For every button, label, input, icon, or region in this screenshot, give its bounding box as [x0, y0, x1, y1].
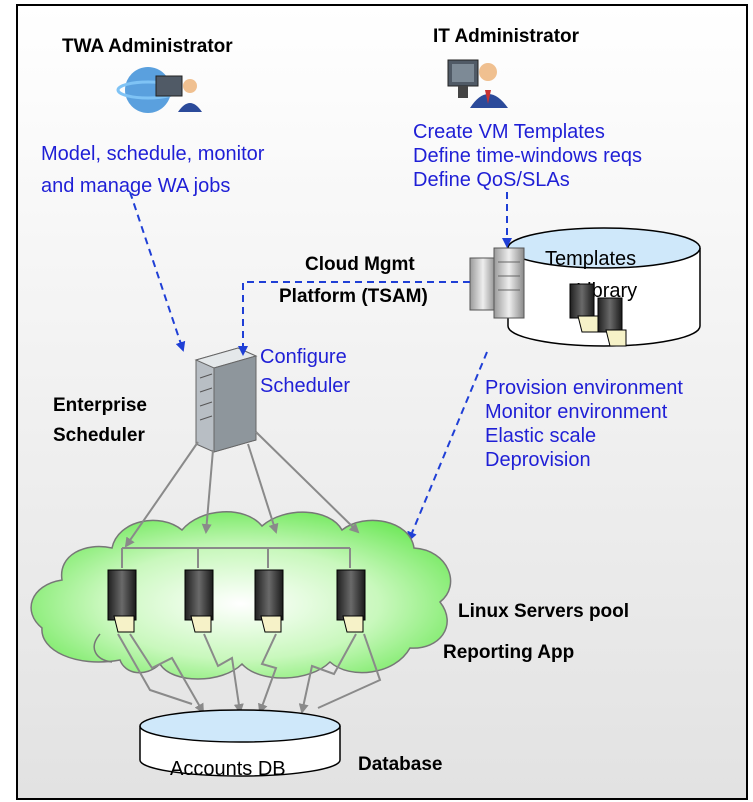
- provision-task-3: Elastic scale: [485, 425, 596, 447]
- enterprise-scheduler-server-icon: [194, 347, 258, 453]
- twa-task-line-2: and manage WA jobs: [41, 175, 230, 197]
- cloud-platform-label-2: Platform (TSAM): [279, 286, 428, 307]
- linux-server-3: [254, 569, 284, 633]
- twa-admin-title: TWA Administrator: [62, 36, 233, 57]
- accounts-db-cylinder: [139, 709, 341, 777]
- linux-servers-cloud: [30, 511, 452, 680]
- it-task-line-1: Create VM Templates: [413, 121, 605, 143]
- arrow-scheduler-to-server-3: [247, 443, 279, 534]
- arrow-server-4-to-db: [298, 633, 357, 714]
- enterprise-scheduler-label-2: Scheduler: [53, 425, 145, 446]
- arrow-server-2-to-db: [203, 633, 244, 714]
- template-server-icons: [569, 283, 627, 347]
- arrow-scheduler-to-server-1: [124, 441, 199, 548]
- arrow-twa-to-scheduler: [129, 191, 186, 352]
- provision-task-2: Monitor environment: [485, 401, 668, 423]
- arrow-server-1-to-db: [129, 633, 204, 714]
- reporting-app-label: Reporting App: [443, 642, 574, 663]
- cloud-platform-server-icon: [469, 247, 525, 319]
- linux-server-1: [107, 569, 137, 633]
- configure-label-2: Scheduler: [260, 375, 350, 397]
- it-task-line-3: Define QoS/SLAs: [413, 169, 570, 191]
- it-admin-title: IT Administrator: [433, 26, 580, 47]
- twa-task-line-1: Model, schedule, monitor: [41, 143, 265, 165]
- arrow-server-3-to-db: [258, 633, 278, 714]
- cloud-platform-label-1: Cloud Mgmt: [305, 254, 415, 275]
- arrow-scheduler-to-server-2: [201, 449, 214, 534]
- database-label: Database: [358, 754, 443, 775]
- provision-task-1: Provision environment: [485, 377, 683, 399]
- arrow-server-4-branch: [317, 633, 382, 709]
- templates-library-label-1: Templates: [545, 248, 636, 270]
- accounts-db-label: Accounts DB: [170, 758, 286, 780]
- it-task-line-2: Define time-windows reqs: [413, 145, 642, 167]
- provision-task-4: Deprovision: [485, 449, 591, 471]
- it-admin-icon: [447, 59, 508, 108]
- templates-library-cylinder: [507, 227, 701, 347]
- linux-pool-label: Linux Servers pool: [458, 601, 629, 622]
- arrow-platform-to-servers: [407, 351, 488, 542]
- configure-label-1: Configure: [260, 346, 347, 368]
- linux-server-4: [336, 569, 366, 633]
- twa-admin-icon: [116, 67, 202, 113]
- arrow-platform-to-scheduler: [238, 281, 470, 356]
- arrow-scheduler-to-server-4: [255, 431, 360, 534]
- arrow-server-1-branch: [117, 633, 193, 705]
- linux-server-2: [184, 569, 214, 633]
- server-bus: [121, 547, 351, 568]
- enterprise-scheduler-label-1: Enterprise: [53, 395, 147, 416]
